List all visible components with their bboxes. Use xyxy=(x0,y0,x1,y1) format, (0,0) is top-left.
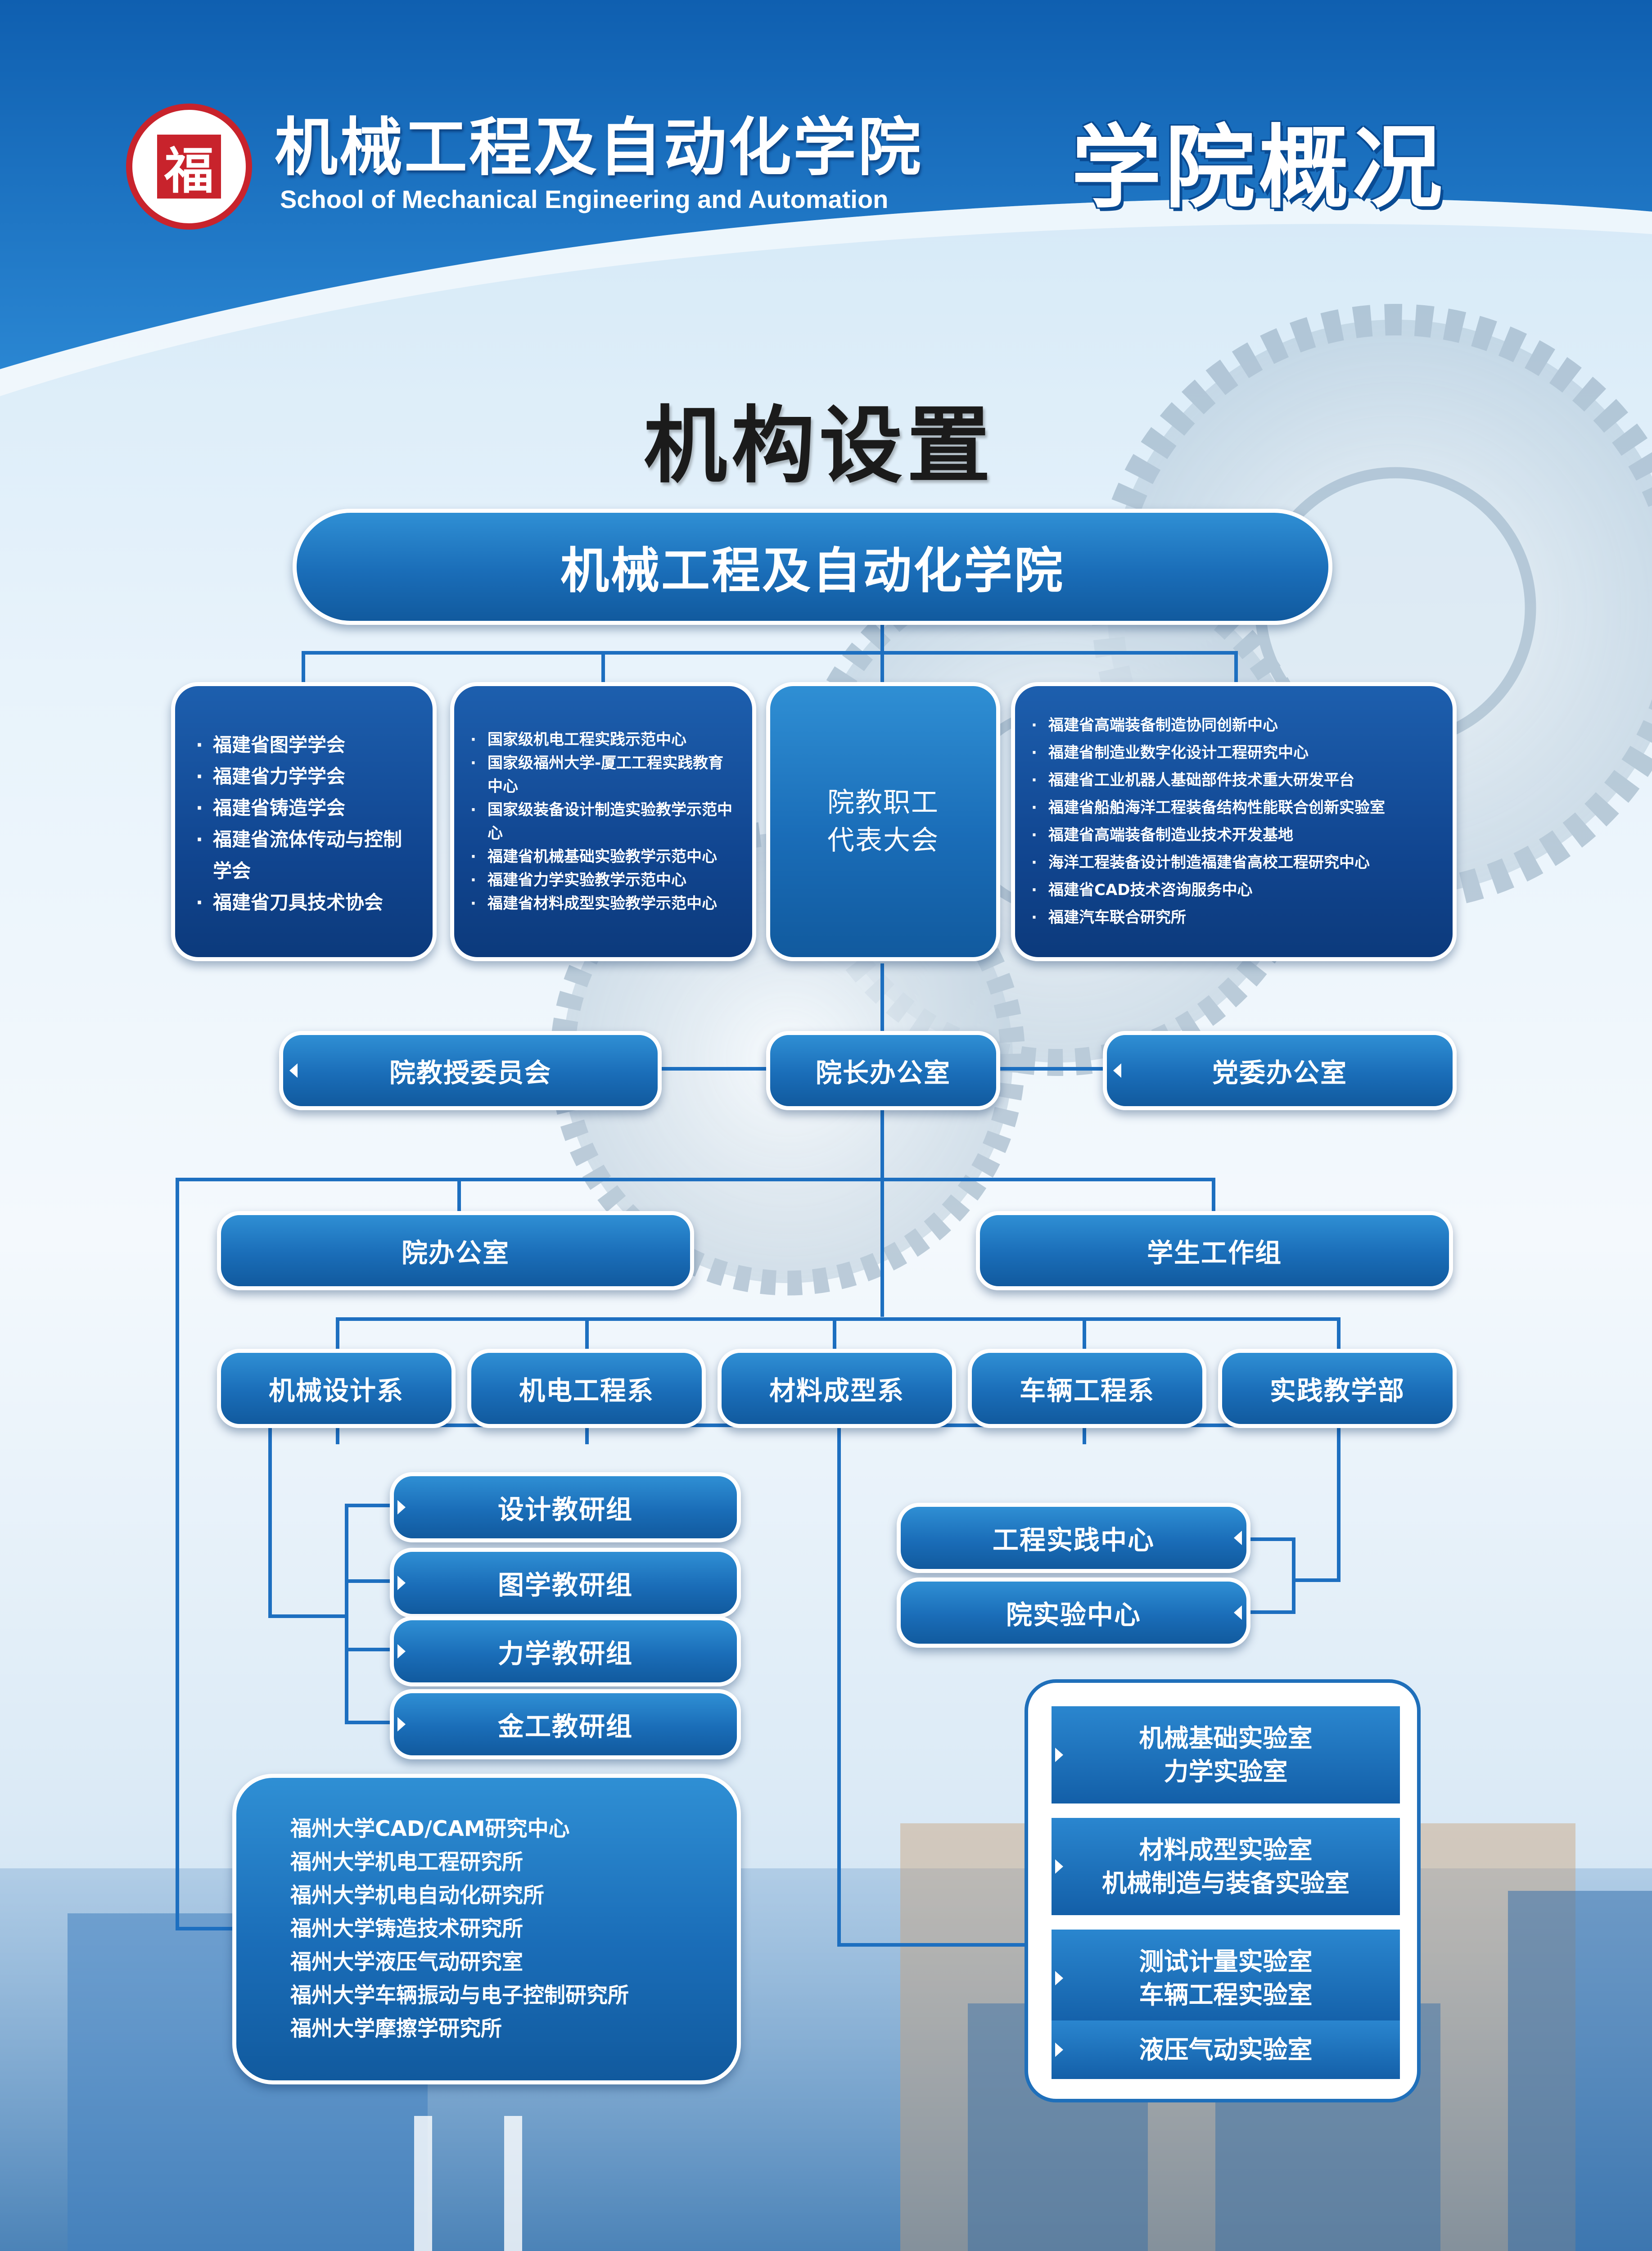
node-party-office-label: 党委办公室 xyxy=(1212,1058,1347,1088)
institute-item: 福州大学液压气动研究室 xyxy=(290,1950,523,1975)
school-name-english: School of Mechanical Engineering and Aut… xyxy=(280,185,889,213)
platform-item: 福建省高端装备制造业技术开发基地 xyxy=(1029,822,1385,849)
lab-box[interactable]: 液压气动实验室 xyxy=(1052,2020,1400,2079)
lab-name: 力学实验室 xyxy=(1164,1757,1288,1786)
node-root-label: 机械工程及自动化学院 xyxy=(560,543,1065,599)
society-item: 福建省流体传动与控制学会 xyxy=(193,824,419,887)
university-logo: 福 xyxy=(126,104,252,230)
department-label: 机械设计系 xyxy=(268,1375,404,1406)
node-research-institutes[interactable]: 福州大学CAD/CAM研究中心 福州大学机电工程研究所 福州大学机电自动化研究所… xyxy=(232,1774,741,2084)
node-engineering-practice-center[interactable]: 工程实践中心 xyxy=(897,1503,1250,1573)
node-department-practice-teaching[interactable]: 实践教学部 xyxy=(1218,1349,1457,1428)
header-wave xyxy=(0,198,1652,396)
institute-item: 福州大学机电自动化研究所 xyxy=(290,1883,544,1908)
lab-box[interactable]: 材料成型实验室 机械制造与装备实验室 xyxy=(1052,1818,1400,1915)
section-title: 学院概况 xyxy=(1071,116,1446,221)
platform-item: 福建省制造业数字化设计工程研究中心 xyxy=(1029,739,1385,767)
header-band xyxy=(0,0,1652,369)
lab-name: 液压气动实验室 xyxy=(1139,2035,1313,2064)
node-teaching-group-mechanics[interactable]: 力学教研组 xyxy=(390,1616,741,1686)
node-staff-congress[interactable]: 院教职工 代表大会 xyxy=(766,682,1000,961)
platform-item: 福建汽车联合研究所 xyxy=(1029,904,1385,931)
platform-item: 海洋工程装备设计制造福建省高校工程研究中心 xyxy=(1029,849,1385,877)
node-teaching-group-design[interactable]: 设计教研组 xyxy=(390,1472,741,1542)
node-professor-committee[interactable]: 院教授委员会 xyxy=(279,1031,662,1110)
society-item: 福建省图学学会 xyxy=(193,729,419,761)
department-label: 机电工程系 xyxy=(519,1375,654,1406)
platform-item: 福建省船舶海洋工程装备结构性能联合创新实验室 xyxy=(1029,794,1385,822)
department-label: 材料成型系 xyxy=(769,1375,904,1406)
lab-name: 测试计量实验室 xyxy=(1139,1947,1313,1976)
demo-center-item: 国家级机电工程实践示范中心 xyxy=(468,728,739,751)
demo-center-item: 福建省材料成型实验教学示范中心 xyxy=(468,892,739,915)
demo-center-item: 国家级福州大学-厦工工程实践教育中心 xyxy=(468,751,739,798)
teaching-group-label: 设计教研组 xyxy=(497,1494,633,1525)
node-student-affairs[interactable]: 学生工作组 xyxy=(976,1211,1453,1290)
lab-name: 材料成型实验室 xyxy=(1139,1835,1313,1864)
demo-center-item: 福建省机械基础实验教学示范中心 xyxy=(468,845,739,868)
node-dean-office[interactable]: 院长办公室 xyxy=(766,1031,1000,1110)
lab-box[interactable]: 测试计量实验室 车辆工程实验室 xyxy=(1052,1930,1400,2027)
demonstration-centers-list: 国家级机电工程实践示范中心 国家级福州大学-厦工工程实践教育中心 国家级装备设计… xyxy=(468,728,739,915)
platform-item: 福建省CAD技术咨询服务中心 xyxy=(1029,877,1385,904)
node-college-office-label: 院办公室 xyxy=(401,1238,510,1268)
platform-item: 福建省高端装备制造协同创新中心 xyxy=(1029,712,1385,739)
school-name-chinese: 机械工程及自动化学院 xyxy=(275,111,923,185)
research-institutes-list: 福州大学CAD/CAM研究中心 福州大学机电工程研究所 福州大学机电自动化研究所… xyxy=(290,1813,629,2046)
node-demonstration-centers[interactable]: 国家级机电工程实践示范中心 国家级福州大学-厦工工程实践教育中心 国家级装备设计… xyxy=(450,682,756,961)
institute-item: 福州大学铸造技术研究所 xyxy=(290,1917,523,1941)
node-dean-office-label: 院长办公室 xyxy=(815,1058,951,1088)
lab-name: 机械基础实验室 xyxy=(1139,1724,1313,1753)
institute-item: 福州大学机电工程研究所 xyxy=(290,1850,523,1875)
node-academic-societies[interactable]: 福建省图学学会 福建省力学学会 福建省铸造学会 福建省流体传动与控制学会 福建省… xyxy=(171,682,437,961)
node-party-office[interactable]: 党委办公室 xyxy=(1103,1031,1457,1110)
lab-name: 机械制造与装备实验室 xyxy=(1101,1869,1350,1898)
practice-center-label: 工程实践中心 xyxy=(992,1525,1155,1555)
society-item: 福建省力学学会 xyxy=(193,761,419,792)
node-professor-committee-label: 院教授委员会 xyxy=(389,1058,551,1088)
platform-item: 福建省工业机器人基础部件技术重大研发平台 xyxy=(1029,767,1385,794)
institute-item: 福州大学摩擦学研究所 xyxy=(290,2016,502,2041)
teaching-group-label: 图学教研组 xyxy=(497,1570,633,1600)
practice-center-label: 院实验中心 xyxy=(1006,1600,1141,1630)
node-department-mechatronics[interactable]: 机电工程系 xyxy=(467,1349,706,1428)
node-teaching-group-metalwork[interactable]: 金工教研组 xyxy=(390,1689,741,1759)
department-label: 车辆工程系 xyxy=(1019,1375,1155,1406)
node-student-affairs-label: 学生工作组 xyxy=(1146,1238,1282,1268)
institute-item: 福州大学CAD/CAM研究中心 xyxy=(290,1817,570,1841)
staff-congress-line: 代表大会 xyxy=(827,825,939,856)
node-research-platforms[interactable]: 福建省高端装备制造协同创新中心 福建省制造业数字化设计工程研究中心 福建省工业机… xyxy=(1011,682,1457,961)
labs-group: 机械基础实验室 力学实验室 材料成型实验室 机械制造与装备实验室 测试计量实验室… xyxy=(1025,1679,1421,2102)
demo-center-item: 福建省力学实验教学示范中心 xyxy=(468,868,739,892)
teaching-group-label: 金工教研组 xyxy=(497,1711,633,1742)
node-department-material-forming[interactable]: 材料成型系 xyxy=(718,1349,956,1428)
node-college-lab-center[interactable]: 院实验中心 xyxy=(897,1578,1250,1648)
demo-center-item: 国家级装备设计制造实验教学示范中心 xyxy=(468,798,739,845)
academic-societies-list: 福建省图学学会 福建省力学学会 福建省铸造学会 福建省流体传动与控制学会 福建省… xyxy=(193,729,419,918)
lab-name: 车辆工程实验室 xyxy=(1139,1980,1313,2009)
node-college-office[interactable]: 院办公室 xyxy=(217,1211,694,1290)
department-label: 实践教学部 xyxy=(1269,1375,1405,1406)
lab-box[interactable]: 机械基础实验室 力学实验室 xyxy=(1052,1706,1400,1804)
research-platforms-list: 福建省高端装备制造协同创新中心 福建省制造业数字化设计工程研究中心 福建省工业机… xyxy=(1029,712,1385,931)
society-item: 福建省铸造学会 xyxy=(193,792,419,824)
chart-title: 机构设置 xyxy=(644,397,995,494)
logo-seal: 福 xyxy=(157,135,221,200)
teaching-group-label: 力学教研组 xyxy=(497,1638,633,1669)
society-item: 福建省刀具技术协会 xyxy=(193,887,419,918)
node-department-mechanical-design[interactable]: 机械设计系 xyxy=(217,1349,456,1428)
node-root[interactable]: 机械工程及自动化学院 xyxy=(293,509,1332,625)
staff-congress-line: 院教职工 xyxy=(827,787,939,818)
node-teaching-group-graphics[interactable]: 图学教研组 xyxy=(390,1548,741,1618)
node-department-vehicle-engineering[interactable]: 车辆工程系 xyxy=(968,1349,1206,1428)
institute-item: 福州大学车辆振动与电子控制研究所 xyxy=(290,1983,629,2008)
